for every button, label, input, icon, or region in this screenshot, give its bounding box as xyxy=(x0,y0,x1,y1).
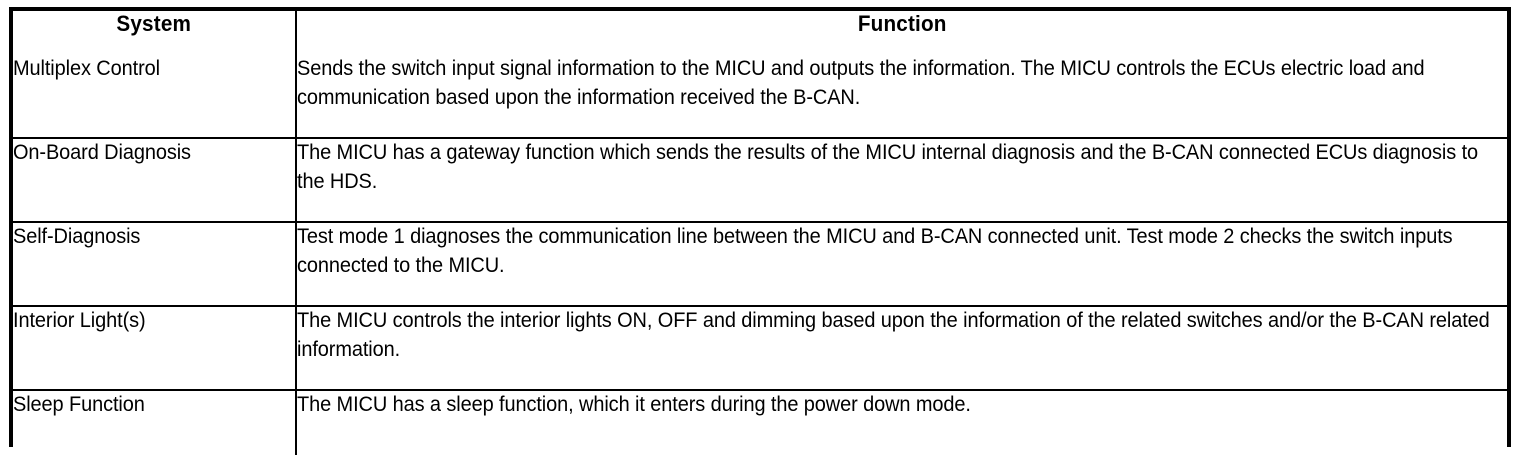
function-description-sleep-function: The MICU has a sleep function, which it … xyxy=(297,393,971,416)
table-row: Multiplex Control Sends the switch input… xyxy=(13,55,1507,139)
table-row: Interior Light(s) The MICU controls the … xyxy=(13,306,1507,391)
function-description-multiplex-control: Sends the switch input signal informatio… xyxy=(297,57,1425,109)
column-header-system: System xyxy=(13,11,297,55)
system-name-interior-lights: Interior Light(s) xyxy=(13,309,146,332)
system-name-sleep-function: Sleep Function xyxy=(13,393,145,416)
cell-system: Multiplex Control xyxy=(13,55,297,139)
cell-function: The MICU controls the interior lights ON… xyxy=(296,306,1507,391)
function-description-on-board-diagnosis: The MICU has a gateway function which se… xyxy=(297,141,1479,193)
system-function-table: System Function Multiplex Control Sends … xyxy=(13,11,1507,455)
cell-system: Interior Light(s) xyxy=(13,306,297,391)
column-header-system-label: System xyxy=(116,11,192,36)
cell-system: Self-Diagnosis xyxy=(13,222,297,307)
table-row: On-Board Diagnosis The MICU has a gatewa… xyxy=(13,138,1507,223)
cell-function: Sends the switch input signal informatio… xyxy=(296,55,1507,139)
column-header-function-label: Function xyxy=(857,11,947,36)
specification-table-container: System Function Multiplex Control Sends … xyxy=(9,7,1511,455)
system-name-self-diagnosis: Self-Diagnosis xyxy=(13,225,141,248)
cell-function: The MICU has a sleep function, which it … xyxy=(296,390,1507,455)
cell-system: Sleep Function xyxy=(13,390,297,455)
column-header-function: Function xyxy=(296,11,1507,55)
function-description-self-diagnosis: Test mode 1 diagnoses the communication … xyxy=(297,225,1453,277)
system-name-multiplex-control: Multiplex Control xyxy=(13,57,160,80)
system-name-on-board-diagnosis: On-Board Diagnosis xyxy=(13,141,191,164)
table-row: Sleep Function The MICU has a sleep func… xyxy=(13,390,1507,455)
table-row: Self-Diagnosis Test mode 1 diagnoses the… xyxy=(13,222,1507,307)
cell-function: Test mode 1 diagnoses the communication … xyxy=(296,222,1507,307)
cell-system: On-Board Diagnosis xyxy=(13,138,297,223)
table-header-row: System Function xyxy=(13,11,1507,55)
cell-function: The MICU has a gateway function which se… xyxy=(296,138,1507,223)
function-description-interior-lights: The MICU controls the interior lights ON… xyxy=(297,309,1490,361)
